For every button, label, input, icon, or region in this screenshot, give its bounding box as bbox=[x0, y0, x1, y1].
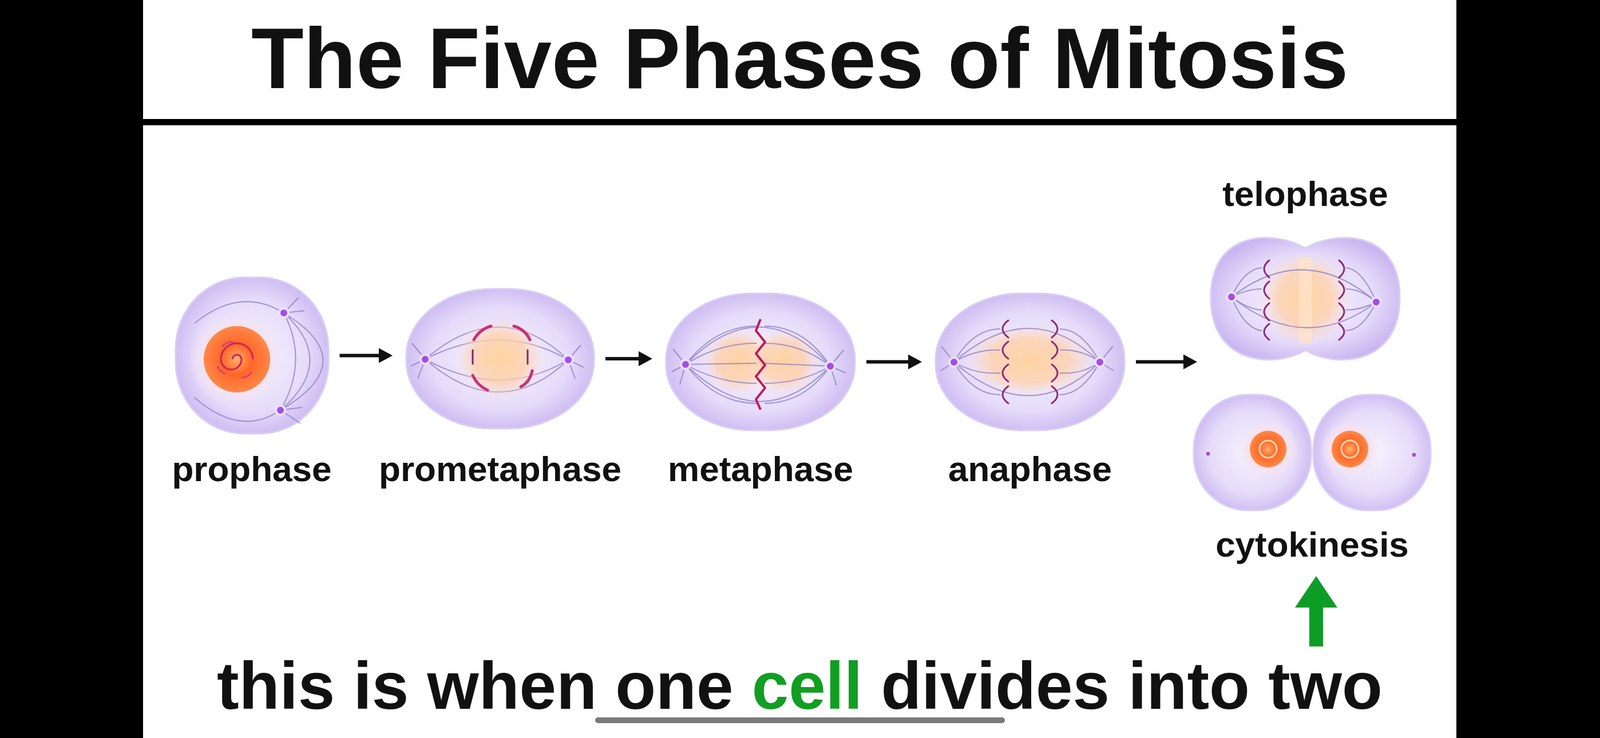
stage-node: metaphase bbox=[663, 293, 858, 490]
caption-word: this bbox=[216, 648, 335, 724]
caption-word: into bbox=[1127, 648, 1250, 724]
stage-label: telophase bbox=[1222, 173, 1388, 215]
arrow-line bbox=[339, 354, 381, 358]
caption-word: cell bbox=[751, 648, 863, 724]
caption: this is when one cell divides into two bbox=[143, 648, 1457, 725]
cell-area bbox=[1210, 232, 1400, 366]
prophase-cell bbox=[175, 277, 329, 434]
cell-area bbox=[1193, 394, 1431, 511]
arrow-line bbox=[866, 360, 910, 364]
stage-arrow bbox=[866, 354, 922, 370]
stage-arrow bbox=[605, 351, 653, 367]
stage-node: cytokinesis bbox=[1193, 394, 1431, 566]
stage-node: telophase bbox=[1210, 173, 1400, 366]
cell-area bbox=[666, 293, 855, 431]
stage-label: prometaphase bbox=[378, 448, 622, 490]
stage-arrow bbox=[1135, 354, 1198, 370]
stage-label: prophase bbox=[171, 448, 332, 490]
arrow-head bbox=[378, 348, 393, 364]
caption-word: two bbox=[1268, 648, 1383, 724]
metaphase-cell bbox=[666, 293, 855, 431]
cell-area bbox=[406, 288, 594, 429]
cell-area bbox=[175, 277, 329, 434]
title: The Five Phases of Mitosis bbox=[143, 9, 1457, 109]
prometaphase-cell bbox=[406, 288, 594, 429]
arrow-head bbox=[638, 351, 653, 367]
cell-area bbox=[935, 293, 1125, 431]
arrow-head bbox=[908, 354, 922, 370]
cytokinesis-cells bbox=[1193, 394, 1431, 511]
side-bar bbox=[1456, 0, 1600, 738]
arrow-line bbox=[605, 357, 640, 361]
anaphase-cell bbox=[935, 293, 1125, 431]
stage-node: prometaphase bbox=[374, 288, 627, 490]
stage-label: cytokinesis bbox=[1215, 524, 1409, 565]
telophase-cell bbox=[1210, 238, 1400, 360]
stage-label: metaphase bbox=[667, 448, 854, 490]
stage-arrow bbox=[339, 348, 394, 364]
title-rule bbox=[143, 119, 1457, 126]
arrow-head bbox=[1183, 354, 1198, 370]
caption-word: divides bbox=[880, 648, 1110, 724]
side-bar bbox=[0, 0, 144, 738]
caption-word: one bbox=[615, 648, 734, 724]
stage-label: anaphase bbox=[948, 448, 1112, 490]
pointer-arrow bbox=[1294, 576, 1338, 647]
caption-word: is bbox=[353, 648, 410, 724]
stage-node: anaphase bbox=[935, 293, 1125, 490]
stage-node: prophase bbox=[167, 277, 336, 490]
arrow-line bbox=[1135, 360, 1185, 364]
caption-word: when bbox=[427, 648, 597, 724]
